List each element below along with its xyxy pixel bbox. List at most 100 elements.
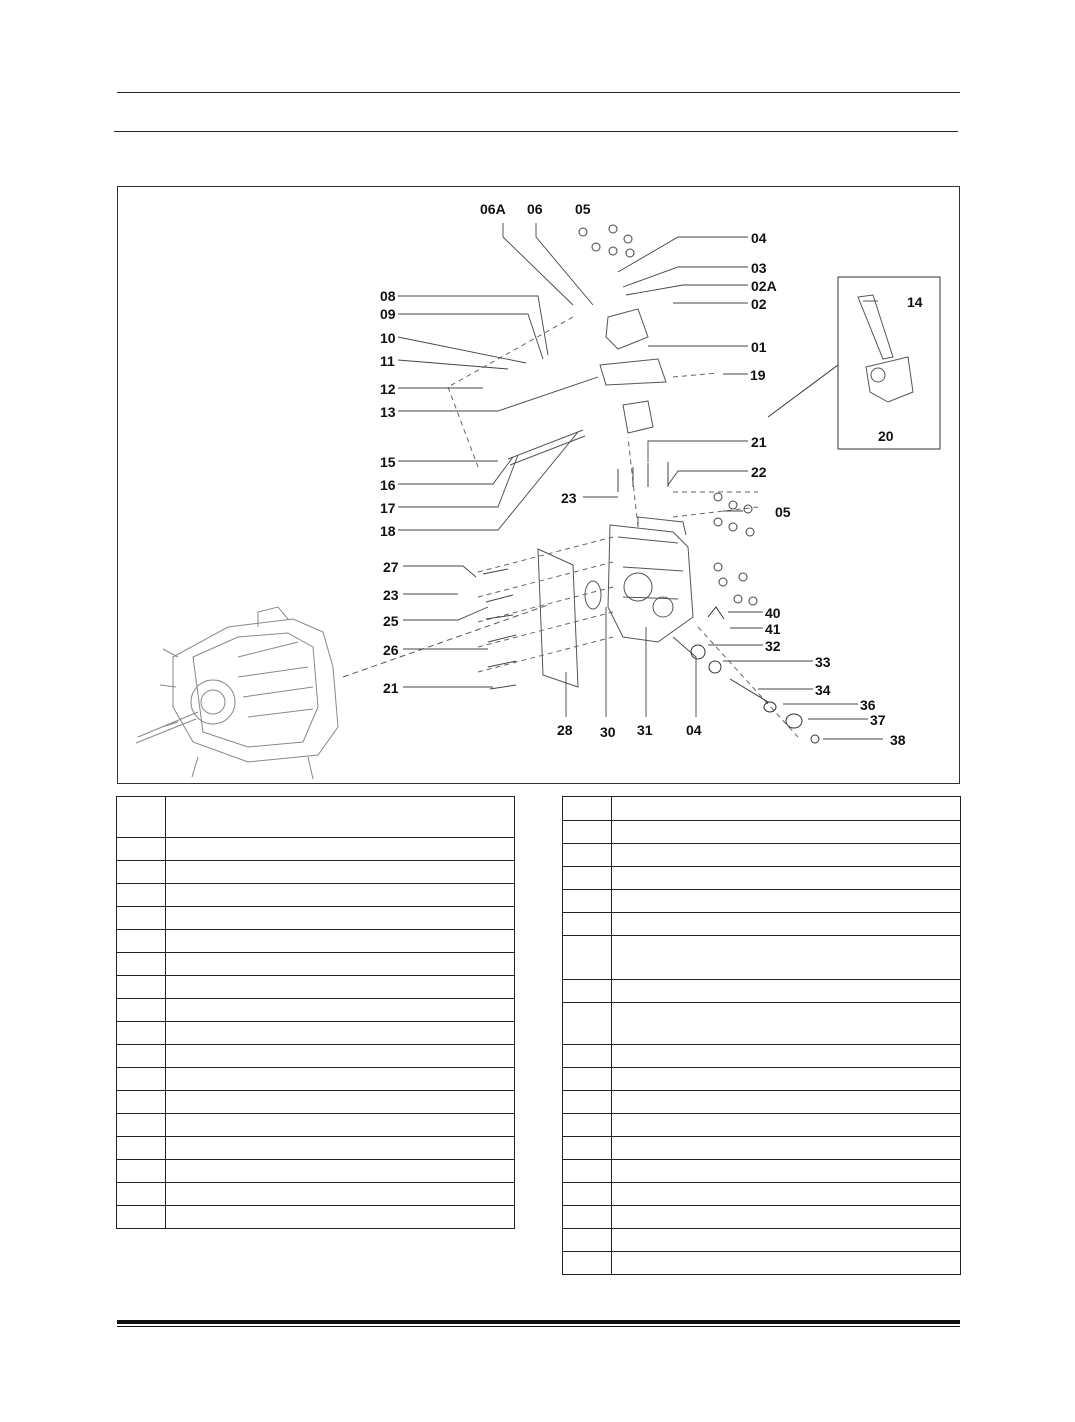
table-row (562, 1228, 961, 1252)
callout-16: 16 (380, 477, 396, 493)
table-cell-description (611, 1002, 961, 1045)
table-row (116, 837, 515, 861)
table-cell-description (611, 1159, 961, 1183)
table-cell-number (116, 1205, 166, 1229)
table-cell-number (562, 1044, 612, 1068)
table-cell-number (562, 1136, 612, 1160)
table-cell-number (562, 796, 612, 821)
table-cell-description (165, 1021, 515, 1045)
table-cell-description (611, 1182, 961, 1206)
callout-17: 17 (380, 500, 396, 516)
callout-28: 28 (557, 722, 573, 738)
table-cell-description (165, 796, 515, 838)
table-cell-number (562, 979, 612, 1003)
table-row (116, 1113, 515, 1137)
table-row (562, 1251, 961, 1275)
table-cell-number (562, 1090, 612, 1114)
exploded-view-figure: 06A 06 05 04 03 02A 02 01 08 09 10 11 12… (117, 186, 960, 784)
table-cell-description (165, 998, 515, 1022)
header-rule-top (117, 92, 960, 93)
table-cell-number (116, 1021, 166, 1045)
callout-20: 20 (878, 428, 894, 444)
table-cell-number (116, 906, 166, 930)
callout-23-top: 23 (561, 490, 577, 506)
table-cell-description (165, 1113, 515, 1137)
callout-leaders (397, 223, 883, 740)
callout-26: 26 (383, 642, 399, 658)
table-row (116, 998, 515, 1022)
callout-11: 11 (380, 353, 395, 369)
table-cell-description (165, 929, 515, 953)
callout-33: 33 (815, 654, 831, 670)
table-cell-number (116, 1159, 166, 1183)
table-cell-number (562, 1113, 612, 1137)
table-row (116, 1182, 515, 1206)
table-cell-number (562, 912, 612, 936)
table-cell-number (116, 1090, 166, 1114)
callout-13: 13 (380, 404, 396, 420)
table-cell-number (116, 1136, 166, 1160)
callout-19: 19 (750, 367, 766, 383)
table-row (116, 883, 515, 907)
callout-06: 06 (527, 201, 543, 217)
callout-06a: 06A (480, 201, 506, 217)
callout-27: 27 (383, 559, 399, 575)
table-cell-description (611, 1205, 961, 1229)
table-row (562, 1136, 961, 1160)
table-cell-description (611, 935, 961, 980)
callout-08: 08 (380, 288, 396, 304)
table-cell-number (562, 1182, 612, 1206)
table-cell-number (116, 1182, 166, 1206)
table-row (562, 1044, 961, 1068)
table-cell-description (611, 1228, 961, 1252)
table-row (116, 1090, 515, 1114)
callout-14: 14 (907, 294, 923, 310)
table-row (562, 866, 961, 890)
table-cell-description (165, 1067, 515, 1091)
callout-18: 18 (380, 523, 396, 539)
table-cell-description (165, 837, 515, 861)
callout-32: 32 (765, 638, 781, 654)
table-row (116, 1159, 515, 1183)
gasket-outline (537, 548, 579, 688)
exploded-view-drawing: 06A 06 05 04 03 02A 02 01 08 09 10 11 12… (135, 201, 941, 780)
table-cell-number (562, 1251, 612, 1275)
callout-40: 40 (765, 605, 781, 621)
callout-05-top: 05 (575, 201, 591, 217)
table-cell-description (165, 1044, 515, 1068)
table-cell-description (165, 906, 515, 930)
table-cell-number (116, 929, 166, 953)
table-cell-description (611, 979, 961, 1003)
table-cell-number (116, 1044, 166, 1068)
table-cell-description (611, 1136, 961, 1160)
table-row (116, 1044, 515, 1068)
table-cell-description (611, 866, 961, 890)
header-rule-bottom (114, 131, 958, 132)
callout-31: 31 (637, 722, 653, 738)
table-row (116, 860, 515, 884)
table-row (562, 1090, 961, 1114)
callout-02a: 02A (751, 278, 777, 294)
table-cell-description (165, 1090, 515, 1114)
table-cell-number (562, 1228, 612, 1252)
table-row (116, 1136, 515, 1160)
table-row (562, 912, 961, 936)
table-cell-description (611, 843, 961, 867)
parts-table-right (562, 796, 961, 1275)
table-row (562, 1159, 961, 1183)
callout-09: 09 (380, 306, 396, 322)
table-cell-number (116, 837, 166, 861)
table-row (116, 1205, 515, 1229)
top-cover-outline (605, 308, 649, 350)
callout-03: 03 (751, 260, 767, 276)
table-row (562, 979, 961, 1003)
table-cell-description (165, 952, 515, 976)
callout-01: 01 (751, 339, 767, 355)
callout-04-bottom: 04 (686, 722, 702, 738)
callout-02: 02 (751, 296, 767, 312)
table-cell-description (165, 883, 515, 907)
table-cell-description (165, 1205, 515, 1229)
table-cell-description (165, 1136, 515, 1160)
table-row (116, 906, 515, 930)
table-cell-number (116, 952, 166, 976)
